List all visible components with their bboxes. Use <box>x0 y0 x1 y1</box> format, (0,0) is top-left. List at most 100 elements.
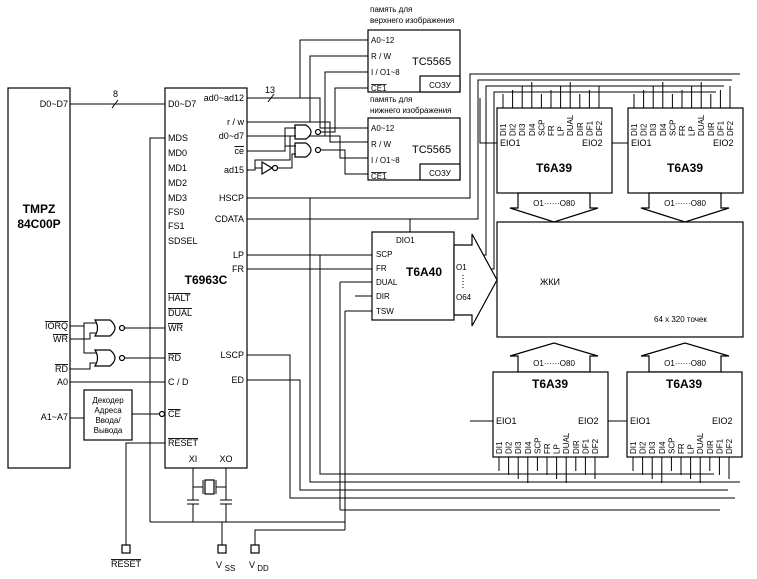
column-driver-pin-label: DI2 <box>505 441 514 454</box>
column-driver-pin-label: DUAL <box>566 114 575 136</box>
cd3-name: T6A39 <box>532 377 568 391</box>
cd2-eio2: EIO2 <box>713 138 734 148</box>
ram-top-block: память для верхнего изображения TC5565 A… <box>367 5 461 93</box>
column-driver-pin-label: DF1 <box>716 120 725 136</box>
decoder-box <box>83 389 133 441</box>
ram-top-label: СОЗУ <box>429 81 452 90</box>
column-driver-pin-label: DI2 <box>509 123 518 136</box>
mcu-block: TMPZ 84C00P D0~D7 IORQ WR RD A0 A1~A7 <box>7 87 71 469</box>
mcu-pin-data: D0~D7 <box>40 99 68 109</box>
data-bus-width: 8 <box>113 89 118 99</box>
addr-bus-slash <box>267 93 275 103</box>
controller-pin-left: MD0 <box>168 148 187 158</box>
mcu-pin-wr: WR <box>53 334 68 344</box>
column-driver-pin-label: DF1 <box>585 120 594 136</box>
column-driver-pin-label: DUAL <box>562 432 571 454</box>
cd2-name: T6A39 <box>667 161 703 175</box>
cd1-name: T6A39 <box>536 161 572 175</box>
lcd-box <box>496 221 744 338</box>
controller-pin-left: SDSEL <box>168 236 198 246</box>
controller-pin-right: LP <box>233 250 244 260</box>
column-driver-pin-label: FR <box>543 443 552 454</box>
controller-box <box>164 87 248 469</box>
reset-label: RESET <box>111 559 142 569</box>
arrow-up-right: O1······O80 <box>640 342 730 373</box>
ram-top-pin-rw: R / W <box>371 52 391 61</box>
cd2-out: O1······O80 <box>664 199 706 208</box>
column-driver-pin-label: DF2 <box>591 438 600 454</box>
row-pin-dio1: DIO1 <box>396 236 415 245</box>
ce-wire-a <box>247 127 296 152</box>
reset-terminal: RESET <box>111 544 142 569</box>
lcd-resolution: 64 x 320 точек <box>654 315 707 324</box>
controller-pin-left: MD2 <box>168 178 187 188</box>
crystal-icon <box>204 479 215 495</box>
column-driver-pin-label: LP <box>687 444 696 454</box>
column-driver-pin-label: DF1 <box>715 438 724 454</box>
cd3-eio2: EIO2 <box>578 416 599 426</box>
row-out-top: O1 <box>456 263 467 272</box>
row-driver-box <box>371 231 455 321</box>
vdd-sub: DD <box>257 564 269 573</box>
mcu-name-line2: 84C00P <box>17 217 60 231</box>
column-driver-pin-label: DI1 <box>495 441 504 454</box>
addr-top-ram <box>299 39 368 98</box>
cd1-out: O1······O80 <box>533 199 575 208</box>
ce1-bottom-wire <box>321 149 368 175</box>
row-output-arrow <box>453 233 498 327</box>
mcu-pin-rd: RD <box>55 364 68 374</box>
ram-bottom-pin-rw: R / W <box>371 140 391 149</box>
row-pin-dual: DUAL <box>376 278 398 287</box>
controller-pin-right: CDATA <box>215 214 244 224</box>
ce-inversion-bubble <box>158 410 166 418</box>
controller-pin-xi: XI <box>189 454 198 464</box>
column-driver-pin-label: DI3 <box>648 441 657 454</box>
ram-bottom-pin-ce: CE1 <box>371 172 387 181</box>
column-driver-pin-label: FR <box>677 443 686 454</box>
eio-top-in <box>479 98 497 144</box>
ram-bottom-block: память для нижнего изображения TC5565 A0… <box>367 95 461 181</box>
data-bottom-wire <box>325 135 368 159</box>
ad15-inv-in <box>254 160 262 169</box>
ram-bottom-name: TC5565 <box>412 144 451 156</box>
ram-bottom-caption2: нижнего изображения <box>370 106 452 115</box>
column-driver-pin-label: DF1 <box>581 438 590 454</box>
ram-bottom-caption1: память для <box>370 95 412 104</box>
or-gate-rd <box>93 349 126 367</box>
cd4-out: O1······O80 <box>664 359 706 368</box>
ram-top-pin-a: A0~12 <box>371 36 395 45</box>
column-driver-box-2 <box>627 107 744 194</box>
controller-left-pins: D0~D7MDSMD0MD1MD2MD3FS0FS1SDSELHALTDUALW… <box>168 99 199 448</box>
rd-wire <box>70 362 97 370</box>
column-driver-pin-label: FR <box>678 125 687 136</box>
vss-terminal: V SS <box>216 522 235 573</box>
cd4-eio2: EIO2 <box>712 416 733 426</box>
vss-label: V <box>216 560 222 570</box>
controller-pin-right: FR <box>232 264 244 274</box>
iorq-branch <box>83 326 96 354</box>
column-driver-pin-label: LP <box>557 126 566 136</box>
decoder-line3: Ввода/ <box>95 416 121 425</box>
row-driver-name: T6A40 <box>406 265 442 279</box>
cd4-name: T6A39 <box>666 377 702 391</box>
controller-pin-xo: XO <box>219 454 232 464</box>
lcd-label: ЖКИ <box>540 277 560 287</box>
column-driver-pin-label: SCP <box>667 438 676 454</box>
crystal-oscillator <box>187 468 232 522</box>
controller-pin-right: d0~d7 <box>219 131 244 141</box>
cd3-out: O1······O80 <box>533 359 575 368</box>
row-pin-tsw: TSW <box>376 307 394 316</box>
data-bus-slash <box>111 99 119 109</box>
or-gate-wr <box>93 319 126 337</box>
ad15-wire <box>247 135 296 171</box>
column-driver-pin-label: DI3 <box>518 123 527 136</box>
column-driver-pin-label: DI2 <box>639 441 648 454</box>
column-driver-pin-label: DI1 <box>630 123 639 136</box>
column-driver-pin-label: SCP <box>668 120 677 136</box>
column-driver-box-1 <box>496 107 613 194</box>
cd3-eio1: EIO1 <box>496 416 517 426</box>
arrow-down-left: O1······O80 <box>509 192 599 223</box>
column-driver-pin-label: DF2 <box>595 120 604 136</box>
